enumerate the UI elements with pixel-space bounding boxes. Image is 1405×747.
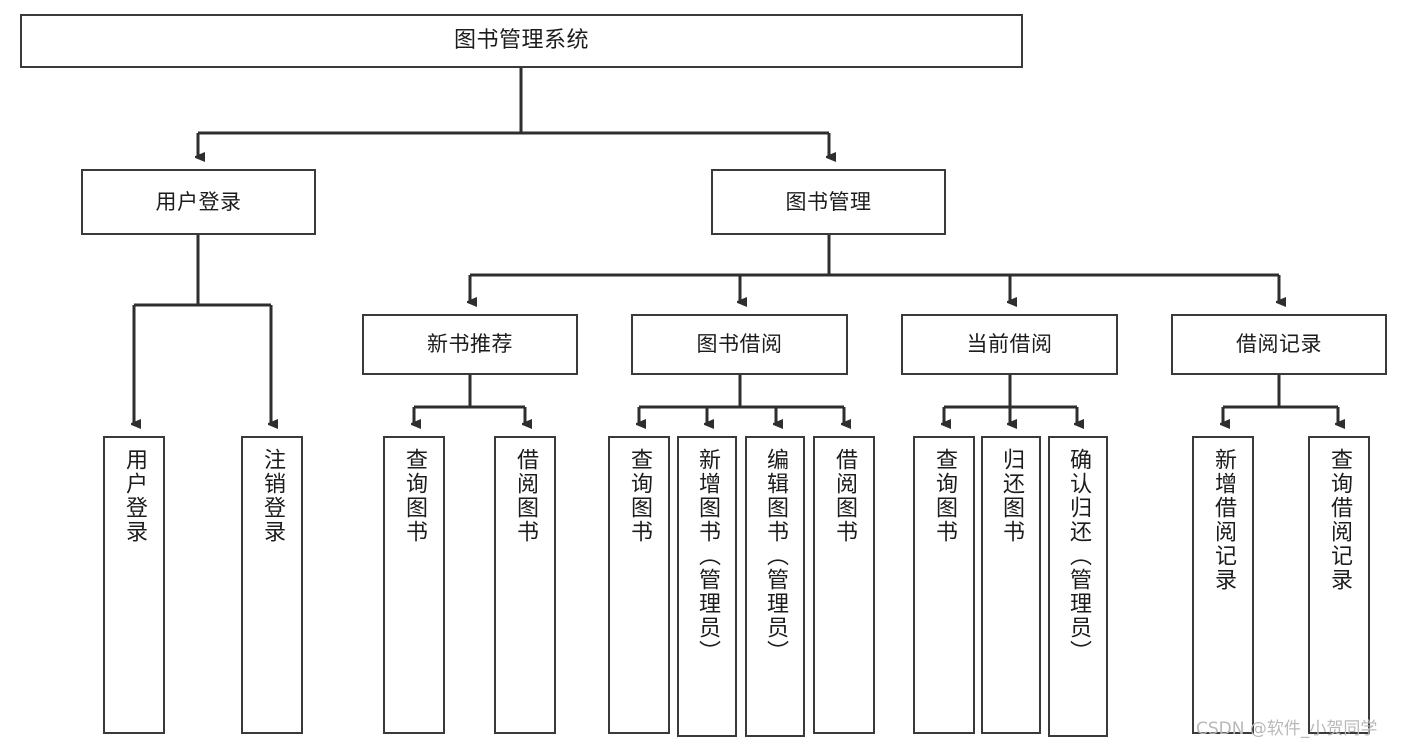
node-label: 图书管理 [785, 189, 872, 214]
node-label: 借阅图书 [831, 448, 857, 544]
node-label: 查询图书 [401, 448, 427, 544]
leaf-borrow-book-recommend[interactable]: 借阅图书 [494, 436, 556, 734]
leaf-query-book-borrow[interactable]: 查询图书 [608, 436, 670, 734]
node-label: 确认归还（管理员） [1065, 448, 1091, 664]
leaf-query-book-recommend[interactable]: 查询图书 [383, 436, 445, 734]
node-user-login[interactable]: 用户登录 [81, 169, 316, 235]
node-borrow-record[interactable]: 借阅记录 [1171, 314, 1387, 375]
leaf-user-login[interactable]: 用户登录 [103, 436, 165, 734]
leaf-edit-book-admin[interactable]: 编辑图书（管理员） [745, 436, 805, 737]
leaf-query-book-current[interactable]: 查询图书 [913, 436, 975, 734]
node-label: 借阅记录 [1236, 332, 1322, 357]
node-label: 查询图书 [626, 448, 652, 544]
csdn-watermark: CSDN @软件_小贺同学 [1196, 719, 1378, 739]
node-current-borrow[interactable]: 当前借阅 [901, 314, 1118, 375]
leaf-user-logout[interactable]: 注销登录 [241, 436, 303, 734]
leaf-query-borrow-record[interactable]: 查询借阅记录 [1308, 436, 1370, 734]
node-label: 查询借阅记录 [1326, 448, 1352, 592]
node-root-system[interactable]: 图书管理系统 [20, 14, 1023, 68]
node-label: 用户登录 [155, 189, 242, 214]
node-label: 归还图书 [998, 448, 1024, 544]
node-label: 图书管理系统 [453, 28, 589, 54]
node-book-borrow[interactable]: 图书借阅 [631, 314, 848, 375]
node-label: 当前借阅 [966, 332, 1053, 357]
leaf-borrow-book[interactable]: 借阅图书 [813, 436, 875, 734]
leaf-add-borrow-record[interactable]: 新增借阅记录 [1192, 436, 1254, 734]
node-new-book-recommend[interactable]: 新书推荐 [362, 314, 578, 375]
leaf-return-book[interactable]: 归还图书 [981, 436, 1041, 734]
node-label: 图书借阅 [696, 332, 783, 357]
node-label: 新书推荐 [427, 332, 513, 357]
node-label: 查询图书 [931, 448, 957, 544]
node-label: 注销登录 [259, 448, 285, 544]
leaf-confirm-return-admin[interactable]: 确认归还（管理员） [1048, 436, 1108, 737]
node-book-management[interactable]: 图书管理 [711, 169, 946, 235]
node-label: 编辑图书（管理员） [762, 448, 788, 664]
node-label: 借阅图书 [512, 448, 538, 544]
leaf-add-book-admin[interactable]: 新增图书（管理员） [677, 436, 737, 737]
node-label: 新增图书（管理员） [694, 448, 720, 664]
node-label: 用户登录 [121, 448, 147, 544]
node-label: 新增借阅记录 [1210, 448, 1236, 592]
